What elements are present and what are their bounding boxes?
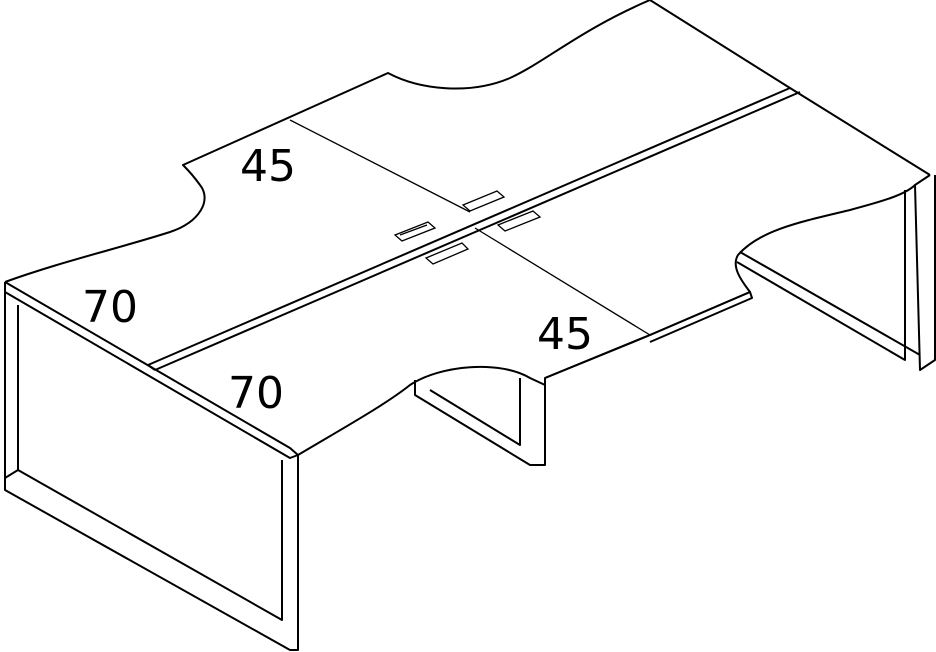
dimension-label-front-center: 70: [228, 368, 284, 419]
front-left-leg-frame: [4, 292, 299, 651]
dimension-label-front-right: 45: [537, 309, 593, 360]
dimension-label-front-left: 70: [82, 282, 138, 333]
middle-leg-frame: [414, 378, 546, 466]
cable-ports: [393, 190, 542, 265]
panel-seams: [289, 119, 651, 336]
dimension-label-back-left: 45: [240, 141, 296, 192]
desk-top-outline: [4, 0, 931, 459]
right-leg-frame: [736, 175, 936, 371]
center-divider: [147, 87, 801, 371]
